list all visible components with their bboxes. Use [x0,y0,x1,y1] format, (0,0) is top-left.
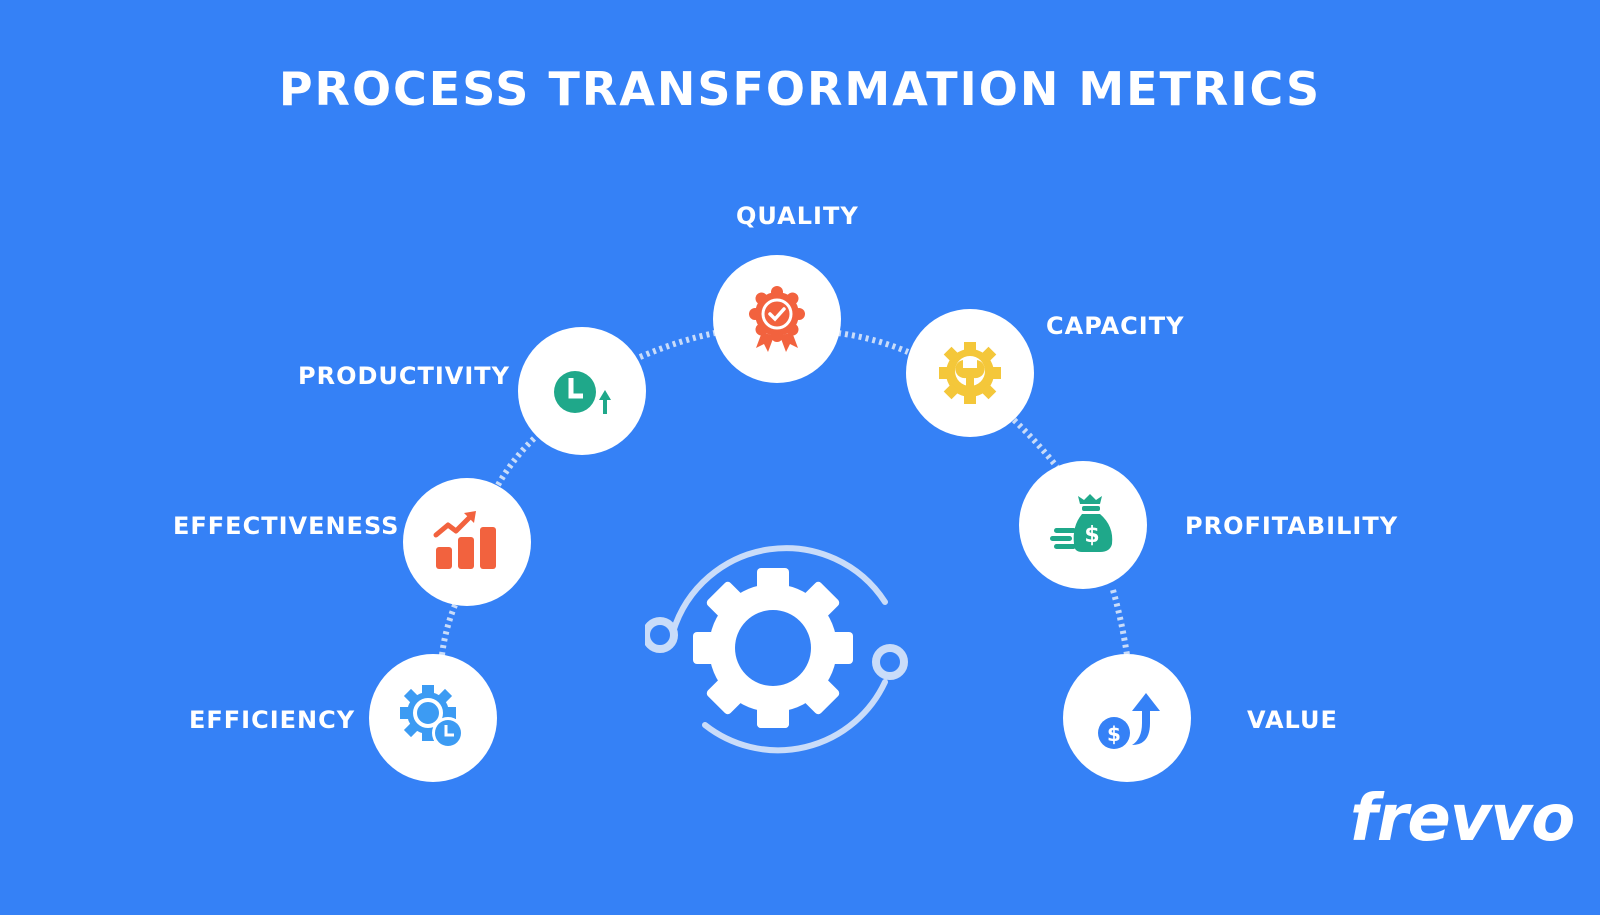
label-productivity: PRODUCTIVITY [298,362,511,390]
node-effectiveness [403,478,531,606]
label-value: VALUE [1247,706,1338,734]
node-efficiency [369,654,497,782]
label-efficiency: EFFICIENCY [189,706,356,734]
money-bag-coins-icon: $ [1050,494,1113,552]
gear-wrench-icon [939,342,1001,404]
label-quality: QUALITY [736,202,859,230]
label-profitability: PROFITABILITY [1185,512,1399,540]
node-capacity [906,309,1034,437]
node-quality [713,255,841,383]
frevvo-logo: frevvo [1350,782,1575,856]
gear-clock-icon [400,685,464,749]
bar-chart-trend-icon [433,511,496,569]
dollar-arrow-up-icon: $ [1098,693,1160,749]
svg-text:$: $ [1084,523,1099,548]
node-profitability: $ [1019,461,1147,589]
page-title: PROCESS TRANSFORMATION METRICS [278,62,1322,116]
label-effectiveness: EFFECTIVENESS [173,512,400,540]
svg-text:$: $ [1107,722,1121,746]
award-ribbon-check-icon [749,286,805,352]
label-capacity: CAPACITY [1046,312,1185,340]
clock-arrow-up-icon [554,371,611,414]
gear-cycle-icon [645,545,908,754]
node-value: $ [1063,654,1191,782]
node-productivity [518,327,646,455]
